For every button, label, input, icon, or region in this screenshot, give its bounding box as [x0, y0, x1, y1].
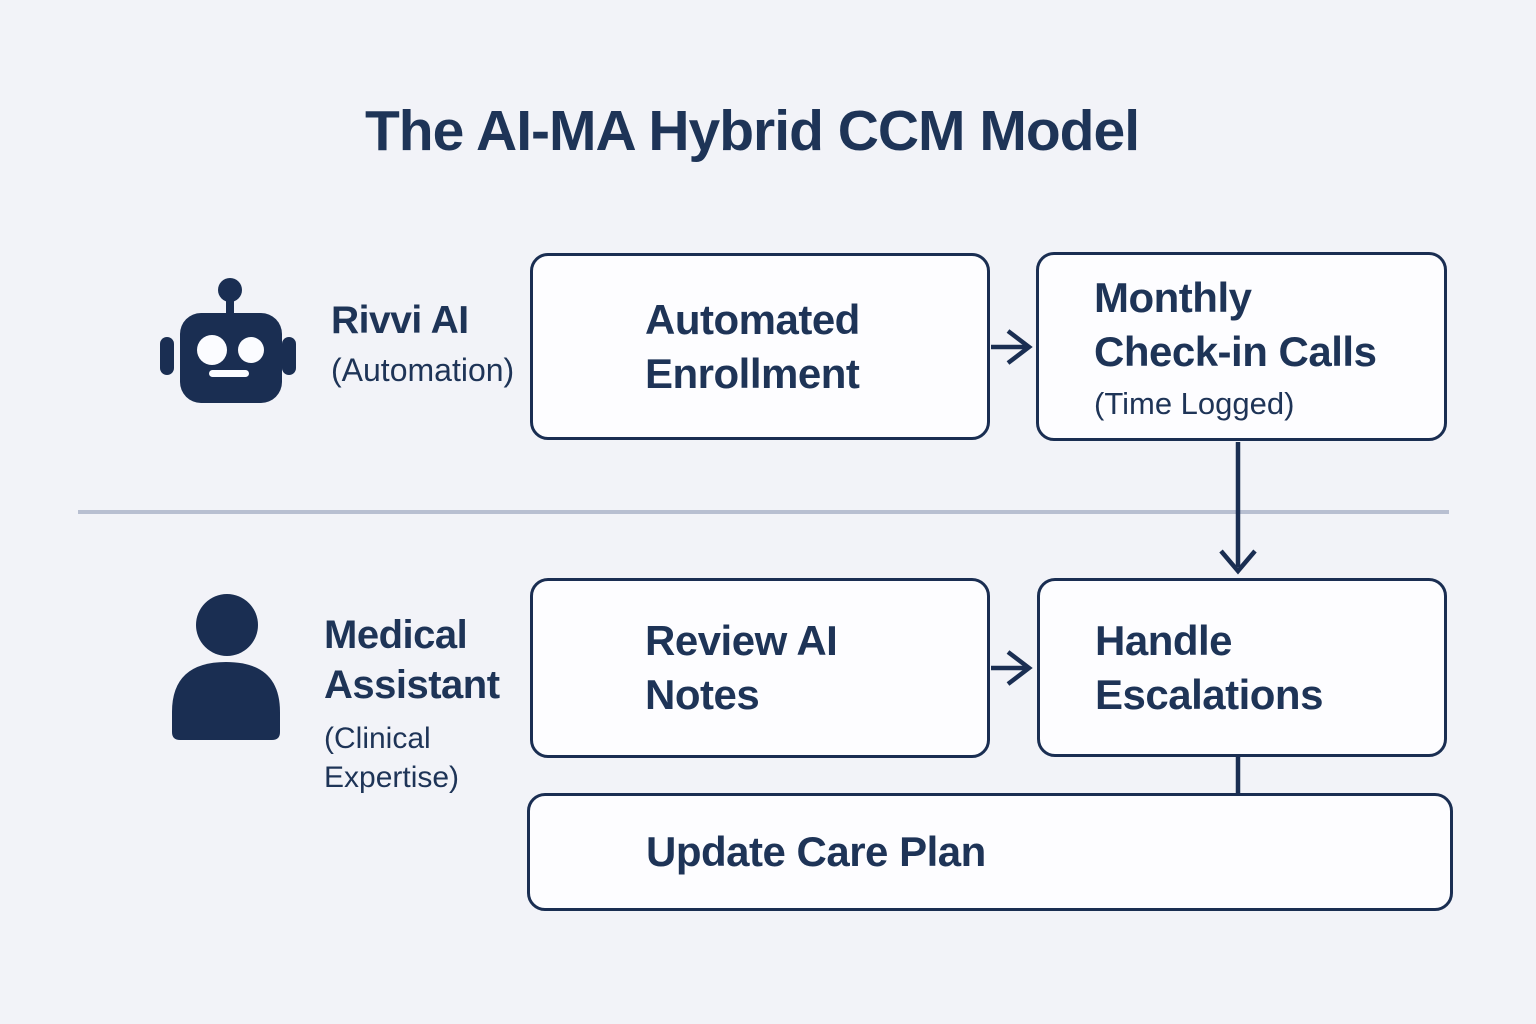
actor-name: Assistant	[324, 663, 500, 707]
robot-icon	[160, 278, 296, 403]
box-label-line: Automated	[645, 295, 860, 343]
box-label-line: Update Care Plan	[646, 828, 986, 875]
actor-name: Rivvi AI	[331, 299, 469, 342]
actor-qualifier: (Automation)	[331, 352, 515, 388]
arrow-notes-to-escalations	[991, 650, 1033, 686]
actor-qualifier: (Clinical	[324, 722, 431, 755]
flow-box-review-ai-notes: Review AI Notes	[530, 578, 990, 758]
page-title: The AI-MA Hybrid CCM Model	[364, 99, 1140, 163]
box-label-line: Notes	[645, 671, 760, 718]
arrow-checkin-to-escalations	[1219, 442, 1257, 575]
box-label-line: Handle	[1095, 616, 1233, 664]
actor-qualifier: Expertise)	[324, 761, 460, 794]
flow-box-handle-escalations: Handle Escalations	[1037, 578, 1447, 757]
flow-box-monthly-checkin-calls: Monthly Check-in Calls (Time Logged)	[1036, 252, 1447, 441]
arrow-enrollment-to-checkin	[991, 329, 1033, 365]
box-label-line: Escalations	[1095, 670, 1323, 718]
box-label-line: Review AI	[645, 617, 838, 664]
box-label-line: Monthly	[1094, 273, 1252, 321]
box-label-line: Check-in Calls	[1094, 327, 1377, 375]
flow-box-update-care-plan: Update Care Plan	[527, 793, 1453, 911]
actor-rivvi-ai: Rivvi AI (Automation)	[331, 297, 514, 391]
person-icon	[172, 594, 280, 740]
box-sublabel: (Time Logged)	[1094, 385, 1295, 421]
actor-name: Medical	[324, 613, 468, 657]
box-label-line: Enrollment	[645, 349, 860, 397]
actor-medical-assistant: Medical Assistant (Clinical Expertise)	[324, 610, 500, 797]
flow-box-automated-enrollment: Automated Enrollment	[530, 253, 990, 440]
